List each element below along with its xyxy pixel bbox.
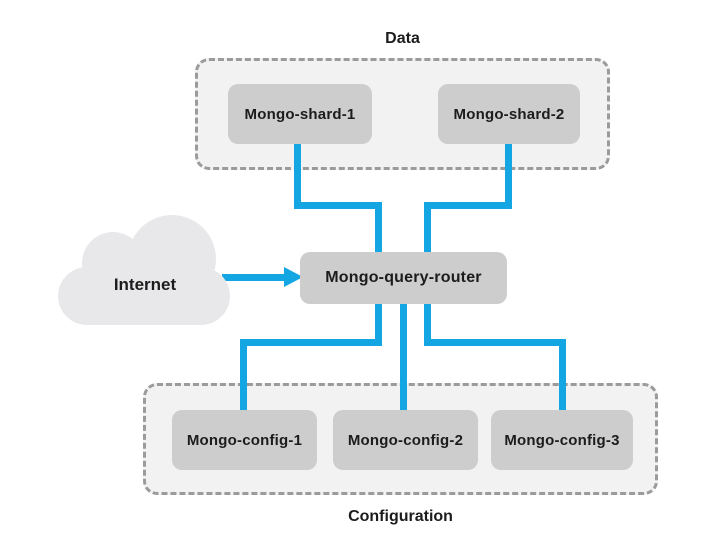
internet-cloud: Internet [58, 215, 230, 325]
node-mongo-config-2: Mongo-config-2 [333, 410, 478, 470]
node-mongo-shard-2: Mongo-shard-2 [438, 84, 580, 144]
connector-router-config2-segment [400, 303, 407, 410]
connector-router-config3-segment [424, 339, 566, 346]
cloud-bump-shape [128, 215, 216, 303]
node-mongo-query-router: Mongo-query-router [300, 252, 507, 304]
connector-shard1-router-segment [294, 202, 382, 209]
connector-router-config1-segment [240, 339, 382, 346]
internet-arrow-shaft [222, 274, 285, 281]
connector-router-config1-segment [240, 339, 247, 410]
cloud-bump-shape [82, 232, 144, 294]
arrow-right-icon [284, 267, 303, 287]
connector-router-config3-segment [424, 303, 431, 346]
node-mongo-config-3: Mongo-config-3 [491, 410, 633, 470]
connector-router-config1-segment [375, 303, 382, 346]
connector-router-config3-segment [559, 339, 566, 410]
data-group-label: Data [385, 30, 420, 47]
node-mongo-shard-1: Mongo-shard-1 [228, 84, 372, 144]
internet-label: Internet [114, 275, 177, 294]
connector-shard2-router-segment [505, 144, 512, 209]
configuration-group-label: Configuration [348, 508, 453, 525]
connector-shard2-router-segment [424, 202, 431, 252]
connector-shard1-router-segment [294, 144, 301, 209]
connector-shard2-router-segment [424, 202, 512, 209]
connector-shard1-router-segment [375, 202, 382, 252]
node-mongo-config-1: Mongo-config-1 [172, 410, 317, 470]
